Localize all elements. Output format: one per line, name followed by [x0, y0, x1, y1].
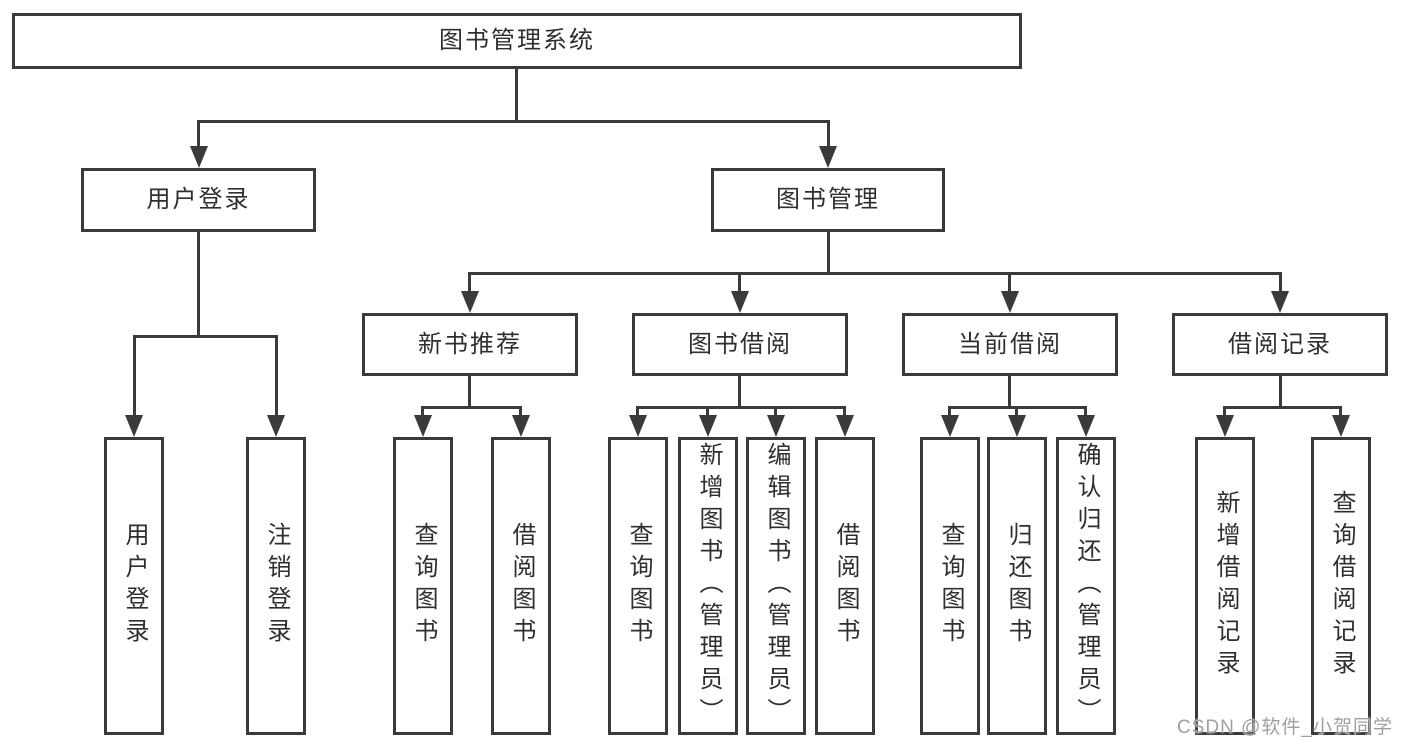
connector-borrowing-crossbar	[636, 406, 846, 409]
leaf-add-book-admin-label: 新增图书（管理员）	[695, 442, 722, 730]
leaf-confirm-return-admin-label: 确认归还（管理员）	[1073, 442, 1100, 730]
connector-bookmgmt-crossbar	[468, 272, 1282, 275]
leaf-borrow-books-1-label: 借阅图书	[508, 522, 535, 650]
connector-userlogin-branch-1	[133, 335, 136, 417]
node-book-borrowing: 图书借阅	[632, 313, 848, 376]
arrow-down-icon	[461, 291, 479, 313]
arrow-down-icon	[414, 415, 432, 437]
connector-bookmgmt-branch-1	[468, 272, 471, 293]
arrow-down-icon	[629, 415, 647, 437]
connector-bookmgmt-stem	[827, 232, 830, 274]
arrow-down-icon	[512, 415, 530, 437]
connector-newbook-stem	[468, 376, 471, 406]
node-book-management-label: 图书管理	[776, 186, 880, 213]
connector-root-branch-right	[827, 120, 830, 148]
arrow-down-icon	[1216, 415, 1234, 437]
connector-newbook-crossbar	[421, 406, 522, 409]
arrow-down-icon	[1001, 291, 1019, 313]
csdn-watermark: CSDN @软件_小贺同学	[1177, 717, 1393, 738]
connector-current-branch-2	[1015, 406, 1018, 417]
connector-userlogin-stem	[197, 232, 200, 336]
leaf-query-books-2-label: 查询图书	[625, 522, 652, 650]
arrow-down-icon	[731, 291, 749, 313]
connector-records-stem	[1279, 376, 1282, 406]
arrow-down-icon	[767, 415, 785, 437]
connector-root-crossbar	[197, 120, 829, 123]
connector-bookmgmt-branch-2	[738, 272, 741, 293]
leaf-borrow-books-1: 借阅图书	[491, 437, 551, 735]
leaf-add-book-admin: 新增图书（管理员）	[678, 437, 738, 735]
connector-records-crossbar	[1223, 406, 1342, 409]
connector-records-branch-2	[1339, 406, 1342, 417]
node-book-management: 图书管理	[711, 168, 945, 232]
connector-borrowing-branch-2	[706, 406, 709, 417]
leaf-logout-login-label: 注销登录	[263, 522, 290, 650]
leaf-borrow-books-2-label: 借阅图书	[832, 522, 859, 650]
connector-bookmgmt-branch-3	[1008, 272, 1011, 293]
arrow-down-icon	[836, 415, 854, 437]
node-current-borrowing: 当前借阅	[902, 313, 1118, 376]
node-new-book-recommend: 新书推荐	[362, 313, 578, 376]
connector-borrowing-branch-3	[774, 406, 777, 417]
connector-current-branch-3	[1084, 406, 1087, 417]
node-book-borrowing-label: 图书借阅	[688, 330, 792, 358]
connector-newbook-branch-2	[519, 406, 522, 417]
connector-root-stem	[515, 69, 518, 122]
node-user-login: 用户登录	[81, 168, 316, 232]
connector-bookmgmt-branch-4	[1279, 272, 1282, 293]
node-borrowing-records-label: 借阅记录	[1228, 330, 1332, 358]
leaf-return-book: 归还图书	[987, 437, 1047, 735]
node-current-borrowing-label: 当前借阅	[958, 330, 1062, 358]
leaf-query-borrow-record: 查询借阅记录	[1311, 437, 1371, 735]
connector-root-branch-left	[197, 120, 200, 148]
arrow-down-icon	[1271, 291, 1289, 313]
leaf-logout-login: 注销登录	[246, 437, 306, 735]
leaf-query-books-1: 查询图书	[393, 437, 453, 735]
leaf-add-borrow-record-label: 新增借阅记录	[1212, 490, 1239, 682]
arrow-down-icon	[819, 146, 837, 168]
connector-current-stem	[1008, 376, 1011, 406]
connector-newbook-branch-1	[421, 406, 424, 417]
leaf-query-books-3-label: 查询图书	[937, 522, 964, 650]
arrow-down-icon	[699, 415, 717, 437]
leaf-user-login: 用户登录	[104, 437, 164, 735]
node-library-system-label: 图书管理系统	[439, 27, 595, 54]
arrow-down-icon	[1008, 415, 1026, 437]
node-user-login-label: 用户登录	[146, 186, 251, 213]
node-new-book-recommend-label: 新书推荐	[418, 330, 522, 358]
arrow-down-icon	[125, 415, 143, 437]
connector-records-branch-1	[1223, 406, 1226, 417]
leaf-user-login-label: 用户登录	[121, 522, 148, 650]
connector-userlogin-branch-2	[275, 335, 278, 417]
connector-borrowing-stem	[738, 376, 741, 406]
leaf-query-books-2: 查询图书	[608, 437, 668, 735]
leaf-borrow-books-2: 借阅图书	[815, 437, 875, 735]
connector-userlogin-crossbar	[133, 335, 278, 338]
leaf-query-books-1-label: 查询图书	[410, 522, 437, 650]
connector-current-branch-1	[948, 406, 951, 417]
leaf-edit-book-admin-label: 编辑图书（管理员）	[763, 442, 790, 730]
connector-borrowing-branch-4	[843, 406, 846, 417]
leaf-return-book-label: 归还图书	[1004, 522, 1031, 650]
arrow-down-icon	[941, 415, 959, 437]
node-library-system: 图书管理系统	[12, 13, 1022, 69]
arrow-down-icon	[190, 146, 208, 168]
arrow-down-icon	[267, 415, 285, 437]
arrow-down-icon	[1332, 415, 1350, 437]
leaf-query-books-3: 查询图书	[920, 437, 980, 735]
arrow-down-icon	[1077, 415, 1095, 437]
leaf-edit-book-admin: 编辑图书（管理员）	[746, 437, 806, 735]
connector-borrowing-branch-1	[636, 406, 639, 417]
leaf-query-borrow-record-label: 查询借阅记录	[1328, 490, 1355, 682]
leaf-confirm-return-admin: 确认归还（管理员）	[1056, 437, 1116, 735]
node-borrowing-records: 借阅记录	[1172, 313, 1388, 376]
leaf-add-borrow-record: 新增借阅记录	[1195, 437, 1255, 735]
